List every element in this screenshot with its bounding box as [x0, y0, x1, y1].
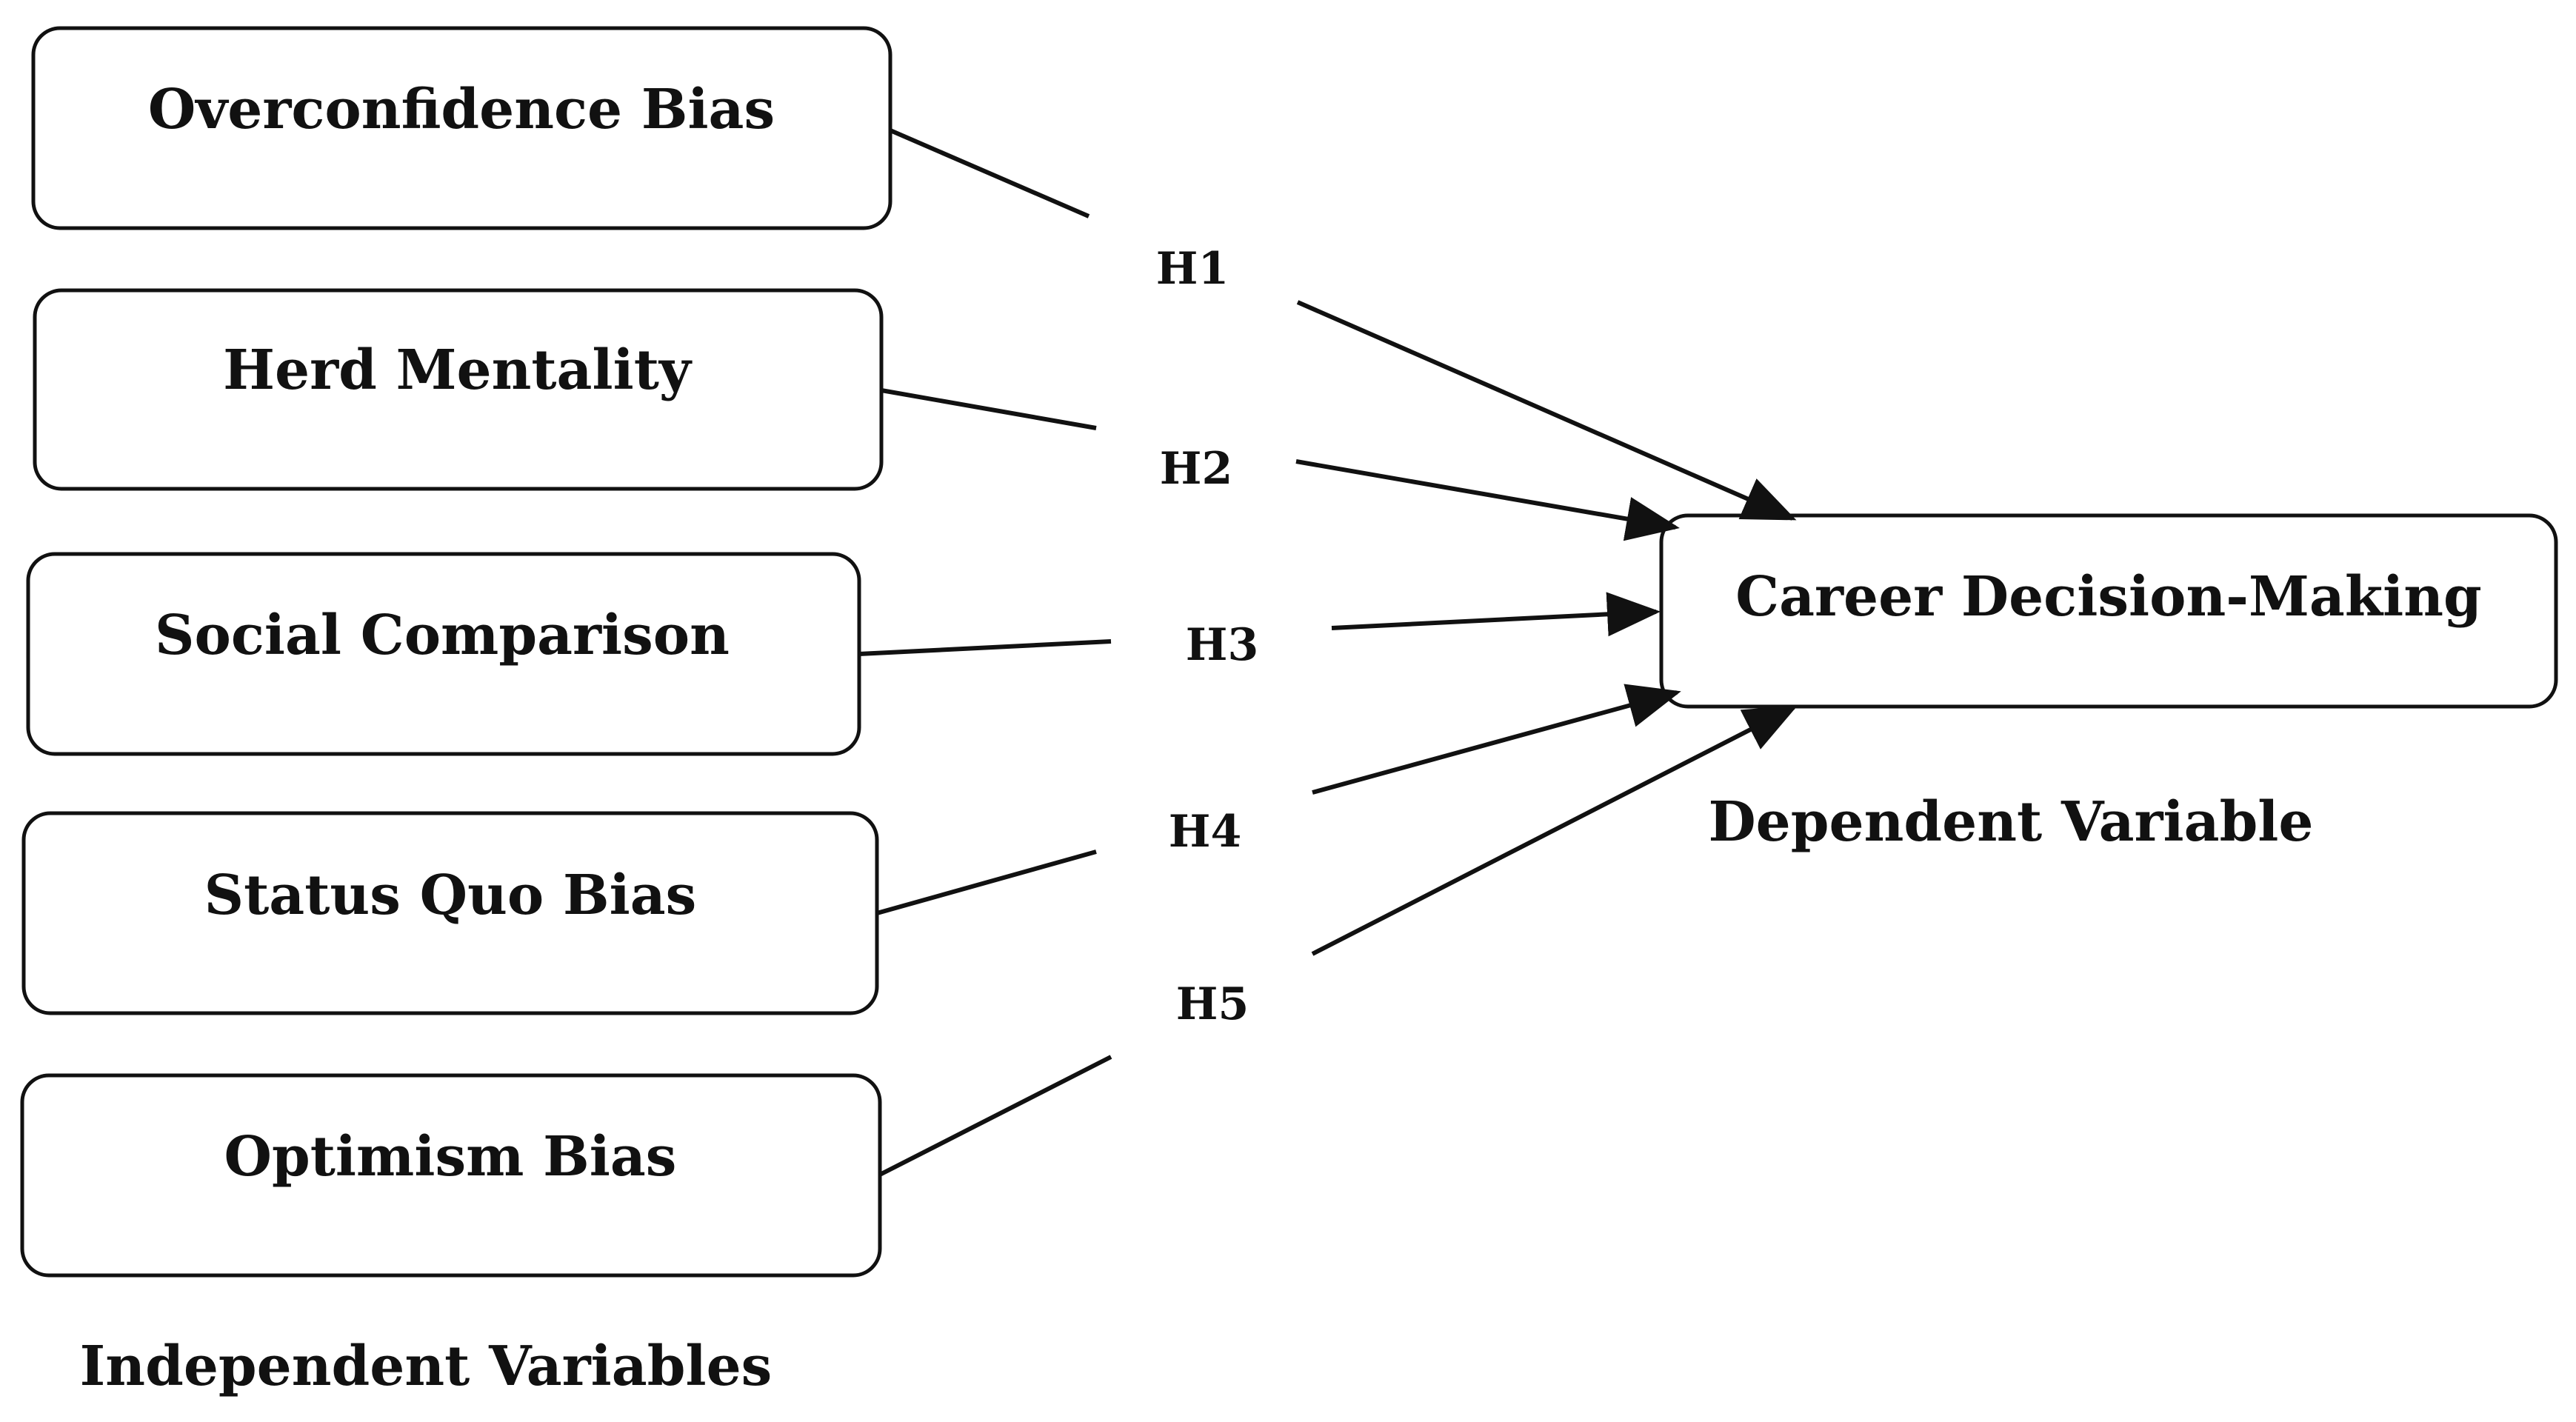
caption-dependent-variable: Dependent Variable — [1709, 790, 2314, 854]
independent-variable-status-quo-bias: Status Quo Bias — [21, 811, 879, 1015]
independent-variable-herd-mentality: Herd Mentality — [33, 288, 884, 491]
hypothesis-label-h5: H5 — [1176, 978, 1249, 1030]
arrow-h5-to-dependent — [1311, 705, 1798, 956]
connector-optimism-to-h5 — [878, 1055, 1112, 1177]
arrow-h3-to-dependent — [1331, 592, 1661, 637]
dependent-variable-career-decision-making: Career Decision-Making — [1659, 513, 2558, 709]
connector-overconfidence-to-h1 — [889, 128, 1090, 218]
independent-variable-optimism-bias: Optimism Bias — [20, 1073, 882, 1278]
label-status-quo-bias: Status Quo Bias — [204, 864, 697, 927]
hypothesis-label-h1: H1 — [1156, 243, 1229, 295]
arrow-h1-to-dependent — [1296, 300, 1797, 521]
arrow-h4-to-dependent — [1312, 684, 1681, 795]
connector-herd-to-h2 — [881, 388, 1097, 430]
arrow-h2-to-dependent — [1295, 459, 1680, 541]
label-social-comparison: Social Comparison — [155, 604, 730, 667]
label-optimism-bias: Optimism Bias — [224, 1125, 677, 1189]
hypothesis-label-h2: H2 — [1160, 443, 1232, 495]
hypothesis-label-h4: H4 — [1169, 806, 1241, 858]
connector-status-quo-to-h4 — [876, 849, 1097, 915]
label-overconfidence-bias: Overconfidence Bias — [148, 78, 775, 141]
caption-independent-variables: Independent Variables — [80, 1335, 773, 1398]
independent-variable-social-comparison: Social Comparison — [26, 552, 861, 756]
independent-variable-overconfidence: Overconfidence Bias — [31, 26, 892, 230]
label-career-decision-making: Career Decision-Making — [1735, 565, 2482, 629]
label-herd-mentality: Herd Mentality — [223, 338, 693, 402]
connector-social-to-h3 — [858, 639, 1112, 656]
hypothesis-label-h3: H3 — [1186, 619, 1258, 671]
